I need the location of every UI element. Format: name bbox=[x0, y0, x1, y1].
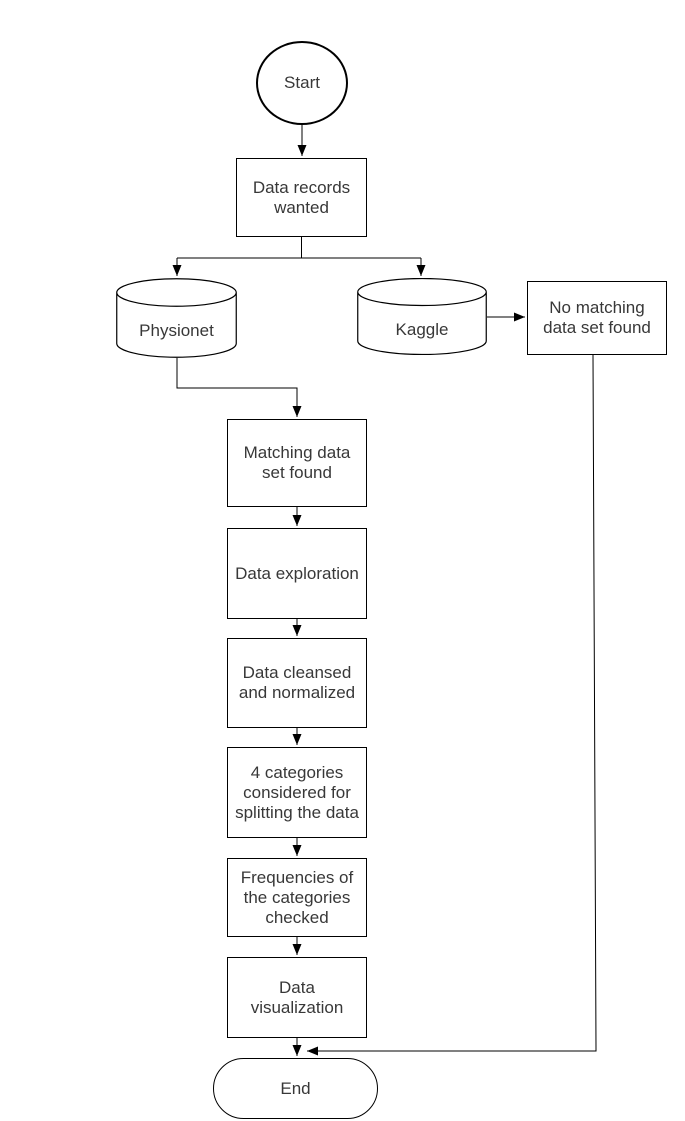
kaggle-label: Kaggle bbox=[357, 304, 487, 355]
label-line: Data records bbox=[252, 177, 351, 197]
visualization-label: Data visualization bbox=[228, 978, 366, 1018]
label-line: the categories bbox=[243, 887, 351, 907]
start-label: Start bbox=[258, 73, 346, 93]
categories-label: 4 categories considered for splitting th… bbox=[228, 763, 366, 823]
flowchart-node-4-categories-splitting: 4 categories considered for splitting th… bbox=[227, 747, 367, 838]
no-matching-label: No matching data set found bbox=[528, 298, 666, 338]
matching-label: Matching data set found bbox=[228, 443, 366, 483]
label-line: checked bbox=[265, 907, 329, 927]
frequencies-label: Frequencies of the categories checked bbox=[228, 868, 366, 928]
label-line: Frequencies of bbox=[240, 867, 354, 887]
flowchart-node-kaggle: Kaggle bbox=[357, 278, 487, 355]
label-line: considered for bbox=[243, 782, 351, 802]
exploration-label: Data exploration bbox=[228, 564, 366, 584]
data-records-label: Data records wanted bbox=[237, 178, 366, 218]
flowchart-node-data-records-wanted: Data records wanted bbox=[236, 158, 367, 237]
label-line: End bbox=[280, 1078, 311, 1098]
flowchart-node-start: Start bbox=[256, 41, 348, 125]
flowchart-node-data-visualization: Data visualization bbox=[227, 957, 367, 1038]
physionet-label: Physionet bbox=[116, 304, 237, 358]
end-label: End bbox=[214, 1079, 377, 1099]
label-line: Start bbox=[284, 73, 320, 92]
connector-physionet-to-matching bbox=[176, 358, 302, 417]
database-cylinder-icon bbox=[357, 278, 487, 355]
label-line: Physionet bbox=[139, 321, 214, 340]
flowchart-node-data-cleansed-normalized: Data cleansed and normalized bbox=[227, 638, 367, 728]
flowchart-node-end: End bbox=[213, 1058, 378, 1119]
label-line: set found bbox=[262, 463, 332, 482]
label-line: wanted bbox=[274, 197, 329, 217]
label-line: No matching bbox=[549, 298, 645, 317]
label-line: Kaggle bbox=[395, 319, 449, 339]
label-line: Data bbox=[279, 977, 315, 997]
flowchart-node-frequencies-checked: Frequencies of the categories checked bbox=[227, 858, 367, 937]
label-line: data set found bbox=[543, 318, 651, 337]
cleansed-label: Data cleansed and normalized bbox=[228, 663, 366, 703]
label-line: Data exploration bbox=[235, 563, 359, 583]
database-cylinder-icon bbox=[116, 278, 237, 358]
label-line: splitting the data bbox=[235, 802, 359, 822]
flowchart-node-physionet: Physionet bbox=[116, 278, 237, 358]
connector-data-records-branch bbox=[177, 237, 421, 259]
label-line: and normalized bbox=[238, 683, 356, 702]
label-line: Data cleansed bbox=[242, 663, 352, 682]
label-line: visualization bbox=[250, 997, 344, 1017]
label-line: 4 categories bbox=[250, 762, 344, 782]
flowchart-node-matching-data-set-found: Matching data set found bbox=[227, 419, 367, 507]
flowchart-node-data-exploration: Data exploration bbox=[227, 528, 367, 619]
label-line: Matching data bbox=[243, 443, 351, 462]
flowchart-node-no-matching-data-set-found: No matching data set found bbox=[527, 281, 667, 355]
